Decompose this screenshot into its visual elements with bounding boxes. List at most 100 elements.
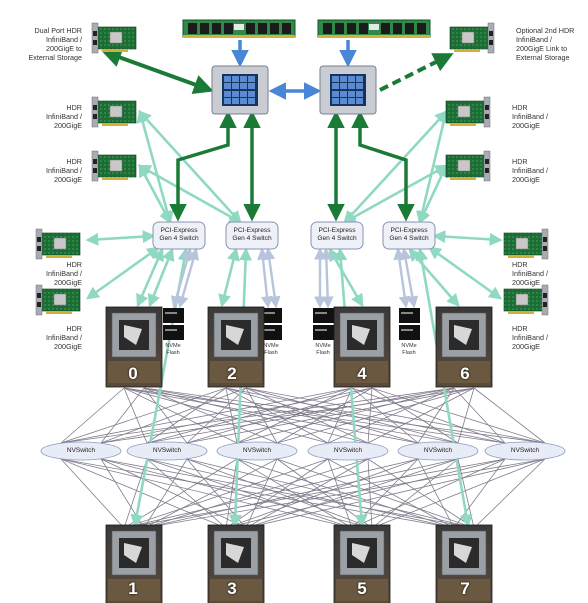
label-line: 200GigE to	[46, 44, 82, 53]
nic-port	[485, 105, 489, 110]
nic-heatsink	[109, 31, 123, 44]
gpu-number-2: 2	[227, 364, 237, 383]
label-line: InfiniBand /	[516, 35, 552, 44]
nvlink-top-gpu6-sw1	[60, 387, 455, 444]
pcie-switch-3	[310, 221, 364, 250]
nvlink-bottom-gpu7-sw1	[100, 458, 475, 529]
nvlink-bottom-gpu7-sw4	[327, 458, 455, 529]
gpu-logo	[454, 325, 472, 345]
memory-dimm-left	[182, 19, 296, 38]
nic-card-right-3	[503, 228, 549, 260]
nvlink-bottom-gpu3-sw5	[245, 458, 459, 529]
nic-edge-connector	[450, 177, 476, 180]
gpu-number-3: 3	[227, 579, 237, 598]
nic-port	[93, 114, 97, 119]
nvme-drive-2	[261, 308, 282, 340]
nic-bracket	[91, 96, 99, 128]
nvlink-top-gpu4-sw3	[236, 387, 353, 444]
label-line: 200GigE	[512, 175, 540, 184]
label-line: InfiniBand /	[512, 333, 548, 342]
gpu-number-4: 4	[357, 364, 367, 383]
cpu-links	[101, 40, 454, 222]
nic-bracket	[91, 22, 99, 54]
label-line: Flash	[402, 349, 416, 356]
label-line: InfiniBand /	[46, 166, 82, 175]
gpu-vrm	[210, 361, 262, 383]
nvme-drive-4	[399, 308, 420, 340]
nic-port	[37, 237, 41, 242]
nic-heatsink	[515, 293, 529, 306]
nvswitch-label-3: NVSwitch	[242, 447, 272, 454]
nic-card-dual-port	[91, 22, 137, 54]
gpu-logo	[352, 325, 370, 345]
nvswitch-label-5: NVSwitch	[423, 447, 453, 454]
nic-edge-connector	[102, 49, 128, 52]
gpu-number-7: 7	[460, 579, 470, 598]
nvlink-top-gpu2-sw6	[225, 387, 506, 444]
nic-heatsink	[53, 237, 67, 250]
nic-edge-connector	[450, 123, 476, 126]
nic-port	[543, 246, 547, 251]
nic-edge-connector	[508, 311, 534, 314]
label-line: 200GigE	[54, 342, 82, 351]
label-line: PCI-Express	[318, 227, 356, 234]
gpu-4	[333, 306, 391, 388]
pcie-switches	[152, 221, 436, 250]
gpu-logo	[226, 325, 244, 345]
nvme-link-2b	[263, 247, 281, 309]
nvlink-top-gpu4-sw1	[60, 387, 353, 444]
nic-edge-connector	[508, 255, 534, 258]
cpu-right	[319, 65, 377, 115]
label-line: InfiniBand /	[46, 35, 82, 44]
gpu-number-6: 6	[460, 364, 470, 383]
nvlink-top-gpu2-sw6	[245, 387, 546, 444]
nvswitch-3	[216, 441, 298, 461]
gpu-7	[435, 524, 493, 603]
label-line: External Storage	[28, 53, 82, 62]
nvme-link-4b	[399, 247, 419, 309]
pcie-link-nic-left-4	[85, 246, 161, 300]
pcie-link-sw1-gpu0b	[147, 247, 175, 308]
gpu-number-1: 1	[128, 579, 138, 598]
nvlink-mesh	[60, 387, 546, 529]
label-line: 200GigE	[512, 278, 540, 287]
nic-bracket	[91, 150, 99, 182]
gpu-logo	[124, 543, 142, 563]
nic-edge-connector	[102, 123, 128, 126]
nvlink-top-gpu6-sw6	[473, 387, 546, 444]
nic-heatsink	[461, 31, 475, 44]
label-line: Optional 2nd HDR	[516, 26, 575, 35]
label-line: PCI-Express	[233, 227, 271, 234]
nic-port	[543, 293, 547, 298]
nvme-link-3b	[320, 247, 334, 309]
label-line: HDR	[66, 260, 82, 269]
nic-heatsink	[457, 159, 471, 172]
nvlink-top-gpu0-sw1	[60, 387, 125, 444]
label-line: NVMe	[165, 343, 181, 349]
nic-edge-connector	[46, 311, 72, 314]
nvme-drives	[163, 308, 420, 340]
pcie-link-nic-left-3	[85, 230, 156, 246]
nvlink-bottom-gpu5-sw3	[236, 458, 353, 529]
nvlink-bottom-gpu1-sw5	[123, 458, 419, 529]
nic-port	[93, 105, 97, 110]
label-line: PCI-Express	[390, 227, 428, 234]
nic-port	[485, 114, 489, 119]
nic-edge-connector	[102, 177, 128, 180]
nic-bracket	[35, 228, 43, 260]
pcie-link-nic-right-2-sw3	[342, 164, 449, 224]
nvswitch-4	[307, 441, 389, 461]
nvswitch-2	[126, 441, 208, 461]
nic-port	[37, 293, 41, 298]
nic-bracket	[487, 22, 495, 54]
label-dual-port-hdr: Dual Port HDR InfiniBand / 200GigE to Ex…	[10, 26, 82, 62]
label-line: InfiniBand /	[512, 166, 548, 175]
